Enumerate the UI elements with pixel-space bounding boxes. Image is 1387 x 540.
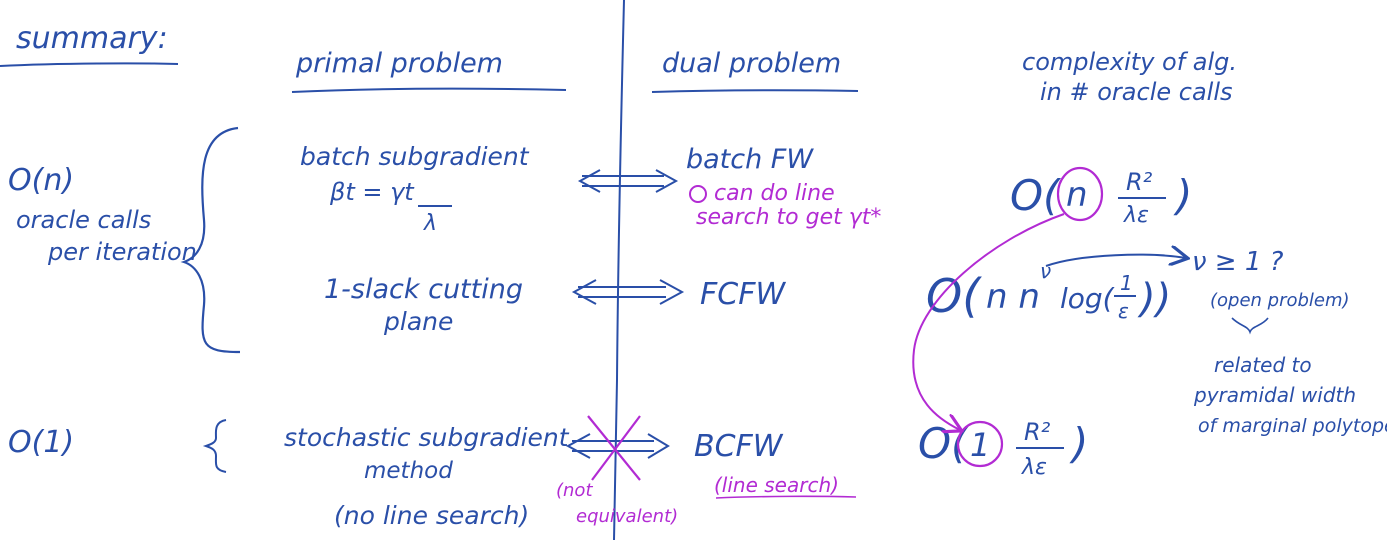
row1-complexity-open: O(: [1010, 171, 1061, 220]
open-problem-brace: [1231, 317, 1269, 335]
title-underline: [0, 62, 179, 67]
row1-dual: batch FW: [686, 144, 814, 175]
row3-dual: BCFW: [694, 429, 784, 464]
row1-equivalence-arrow: [577, 169, 679, 193]
o-n-label: O(n): [8, 163, 74, 198]
o-1-label: O(1): [8, 425, 74, 460]
row1-complexity-n: n: [1066, 175, 1088, 215]
nu-arrow: [1045, 255, 1186, 267]
row1-note-bullet: [689, 185, 707, 203]
row3-complexity-numerator: R²: [1024, 418, 1051, 446]
row3-complexity-close: ): [1069, 419, 1088, 468]
row1-dual-note-line1: can do line: [714, 181, 835, 206]
row1-primal: batch subgradient: [300, 142, 530, 171]
row1-complexity-close: ): [1173, 171, 1192, 220]
small-curly-brace: [202, 419, 227, 473]
row2-complexity-nn: n n: [986, 277, 1040, 317]
row3-complexity-denominator: λε: [1021, 455, 1047, 480]
row2-complexity-O: O(: [926, 269, 982, 323]
center-divider-line: [613, 0, 625, 540]
row1-primal-lambda: λ: [423, 211, 437, 236]
oracle-calls-line1: oracle calls: [16, 206, 151, 234]
row3-cross-out: [587, 415, 641, 481]
row3-not-equivalent-line1: (not: [556, 480, 593, 501]
row3-dual-note-underline: [715, 495, 857, 499]
primal-header-underline: [291, 87, 567, 93]
row2-primal-line2: plane: [383, 307, 453, 336]
row3-primal-line1: stochastic subgradient: [284, 423, 570, 452]
row3-complexity-open: O(: [918, 419, 969, 468]
row2-complexity-frac-num: 1: [1120, 271, 1133, 295]
row2-complexity-log: log(: [1060, 282, 1115, 315]
related-line2: pyramidal width: [1193, 383, 1356, 407]
large-curly-brace: [180, 126, 241, 354]
dual-header: dual problem: [662, 48, 841, 79]
complexity-header-line2: in # oracle calls: [1040, 78, 1233, 106]
row1-complexity-denominator: λε: [1123, 203, 1149, 228]
row2-equivalence-arrow: [571, 279, 685, 305]
oracle-calls-line2: per iteration: [47, 238, 197, 266]
row1-primal-beta: βt = γt: [329, 178, 415, 206]
primal-header: primal problem: [295, 48, 503, 79]
open-question-nu: ν ≥ 1 ?: [1192, 247, 1284, 277]
n-to-1-arrow: [912, 213, 1065, 430]
row2-primal-line1: 1-slack cutting: [324, 274, 523, 305]
title: summary:: [16, 21, 168, 56]
row3-not-equivalent-line2: equivalent): [576, 506, 678, 527]
open-problem-label: (open problem): [1210, 290, 1350, 311]
complexity-header-line1: complexity of alg.: [1022, 48, 1237, 76]
row2-complexity-frac-den: ε: [1118, 299, 1129, 323]
row3-complexity-one: 1: [970, 426, 990, 464]
row3-dual-note: (line search): [714, 473, 839, 497]
row3-primal-line3: (no line search): [334, 501, 529, 530]
row3-one-highlight-circle: [956, 420, 1004, 468]
row1-dual-note-line2: search to get γt*: [696, 205, 881, 230]
dual-header-underline: [651, 89, 859, 93]
related-line3: of marginal polytope: [1198, 415, 1387, 437]
row2-complexity-nu: ν: [1040, 259, 1051, 283]
row1-n-highlight-circle: [1056, 166, 1104, 222]
row2-complexity-close: )): [1137, 276, 1171, 322]
row1-complexity-numerator: R²: [1126, 168, 1153, 196]
related-line1: related to: [1214, 353, 1312, 377]
row2-dual: FCFW: [700, 277, 786, 312]
row3-primal-line2: method: [364, 458, 453, 484]
